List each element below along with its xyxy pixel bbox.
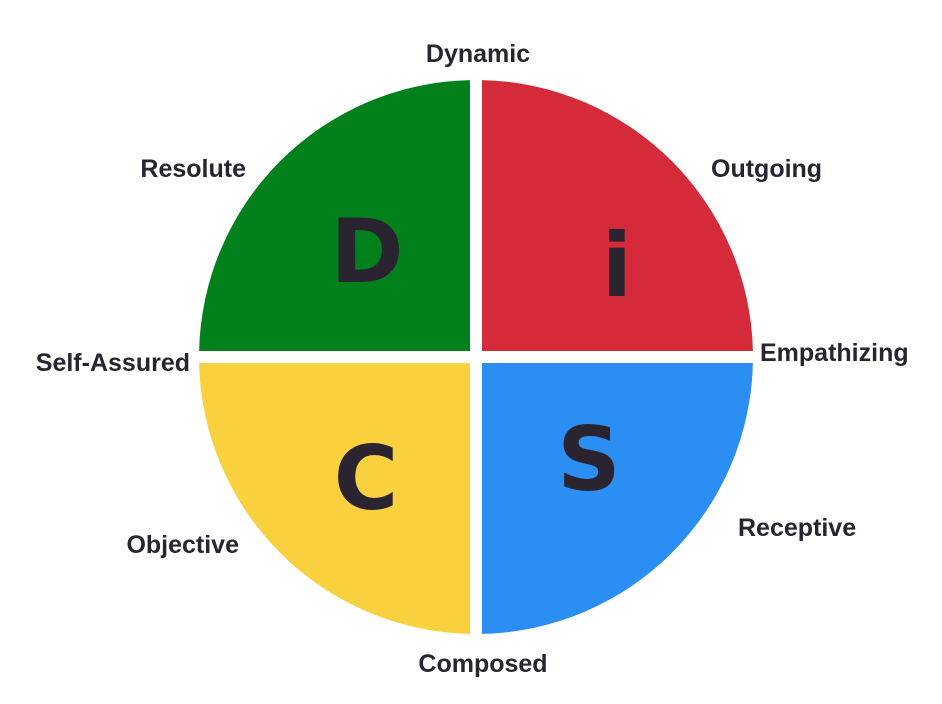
i-quadrant — [482, 80, 753, 351]
c-letter: C — [334, 427, 399, 530]
trait-label-empathizing: Empathizing — [760, 339, 909, 367]
trait-label-objective: Objective — [126, 531, 239, 559]
c-quadrant — [199, 363, 470, 634]
s-letter: S — [557, 408, 620, 511]
s-quadrant — [482, 363, 753, 634]
i-letter: i — [602, 214, 632, 317]
trait-label-dynamic: Dynamic — [426, 40, 530, 68]
trait-label-receptive: Receptive — [738, 514, 856, 542]
d-quadrant — [199, 80, 470, 351]
trait-label-outgoing: Outgoing — [711, 155, 822, 183]
trait-label-resolute: Resolute — [140, 155, 246, 183]
d-letter: D — [330, 200, 403, 303]
trait-label-self-assured: Self-Assured — [36, 349, 190, 377]
trait-label-composed: Composed — [418, 650, 547, 678]
